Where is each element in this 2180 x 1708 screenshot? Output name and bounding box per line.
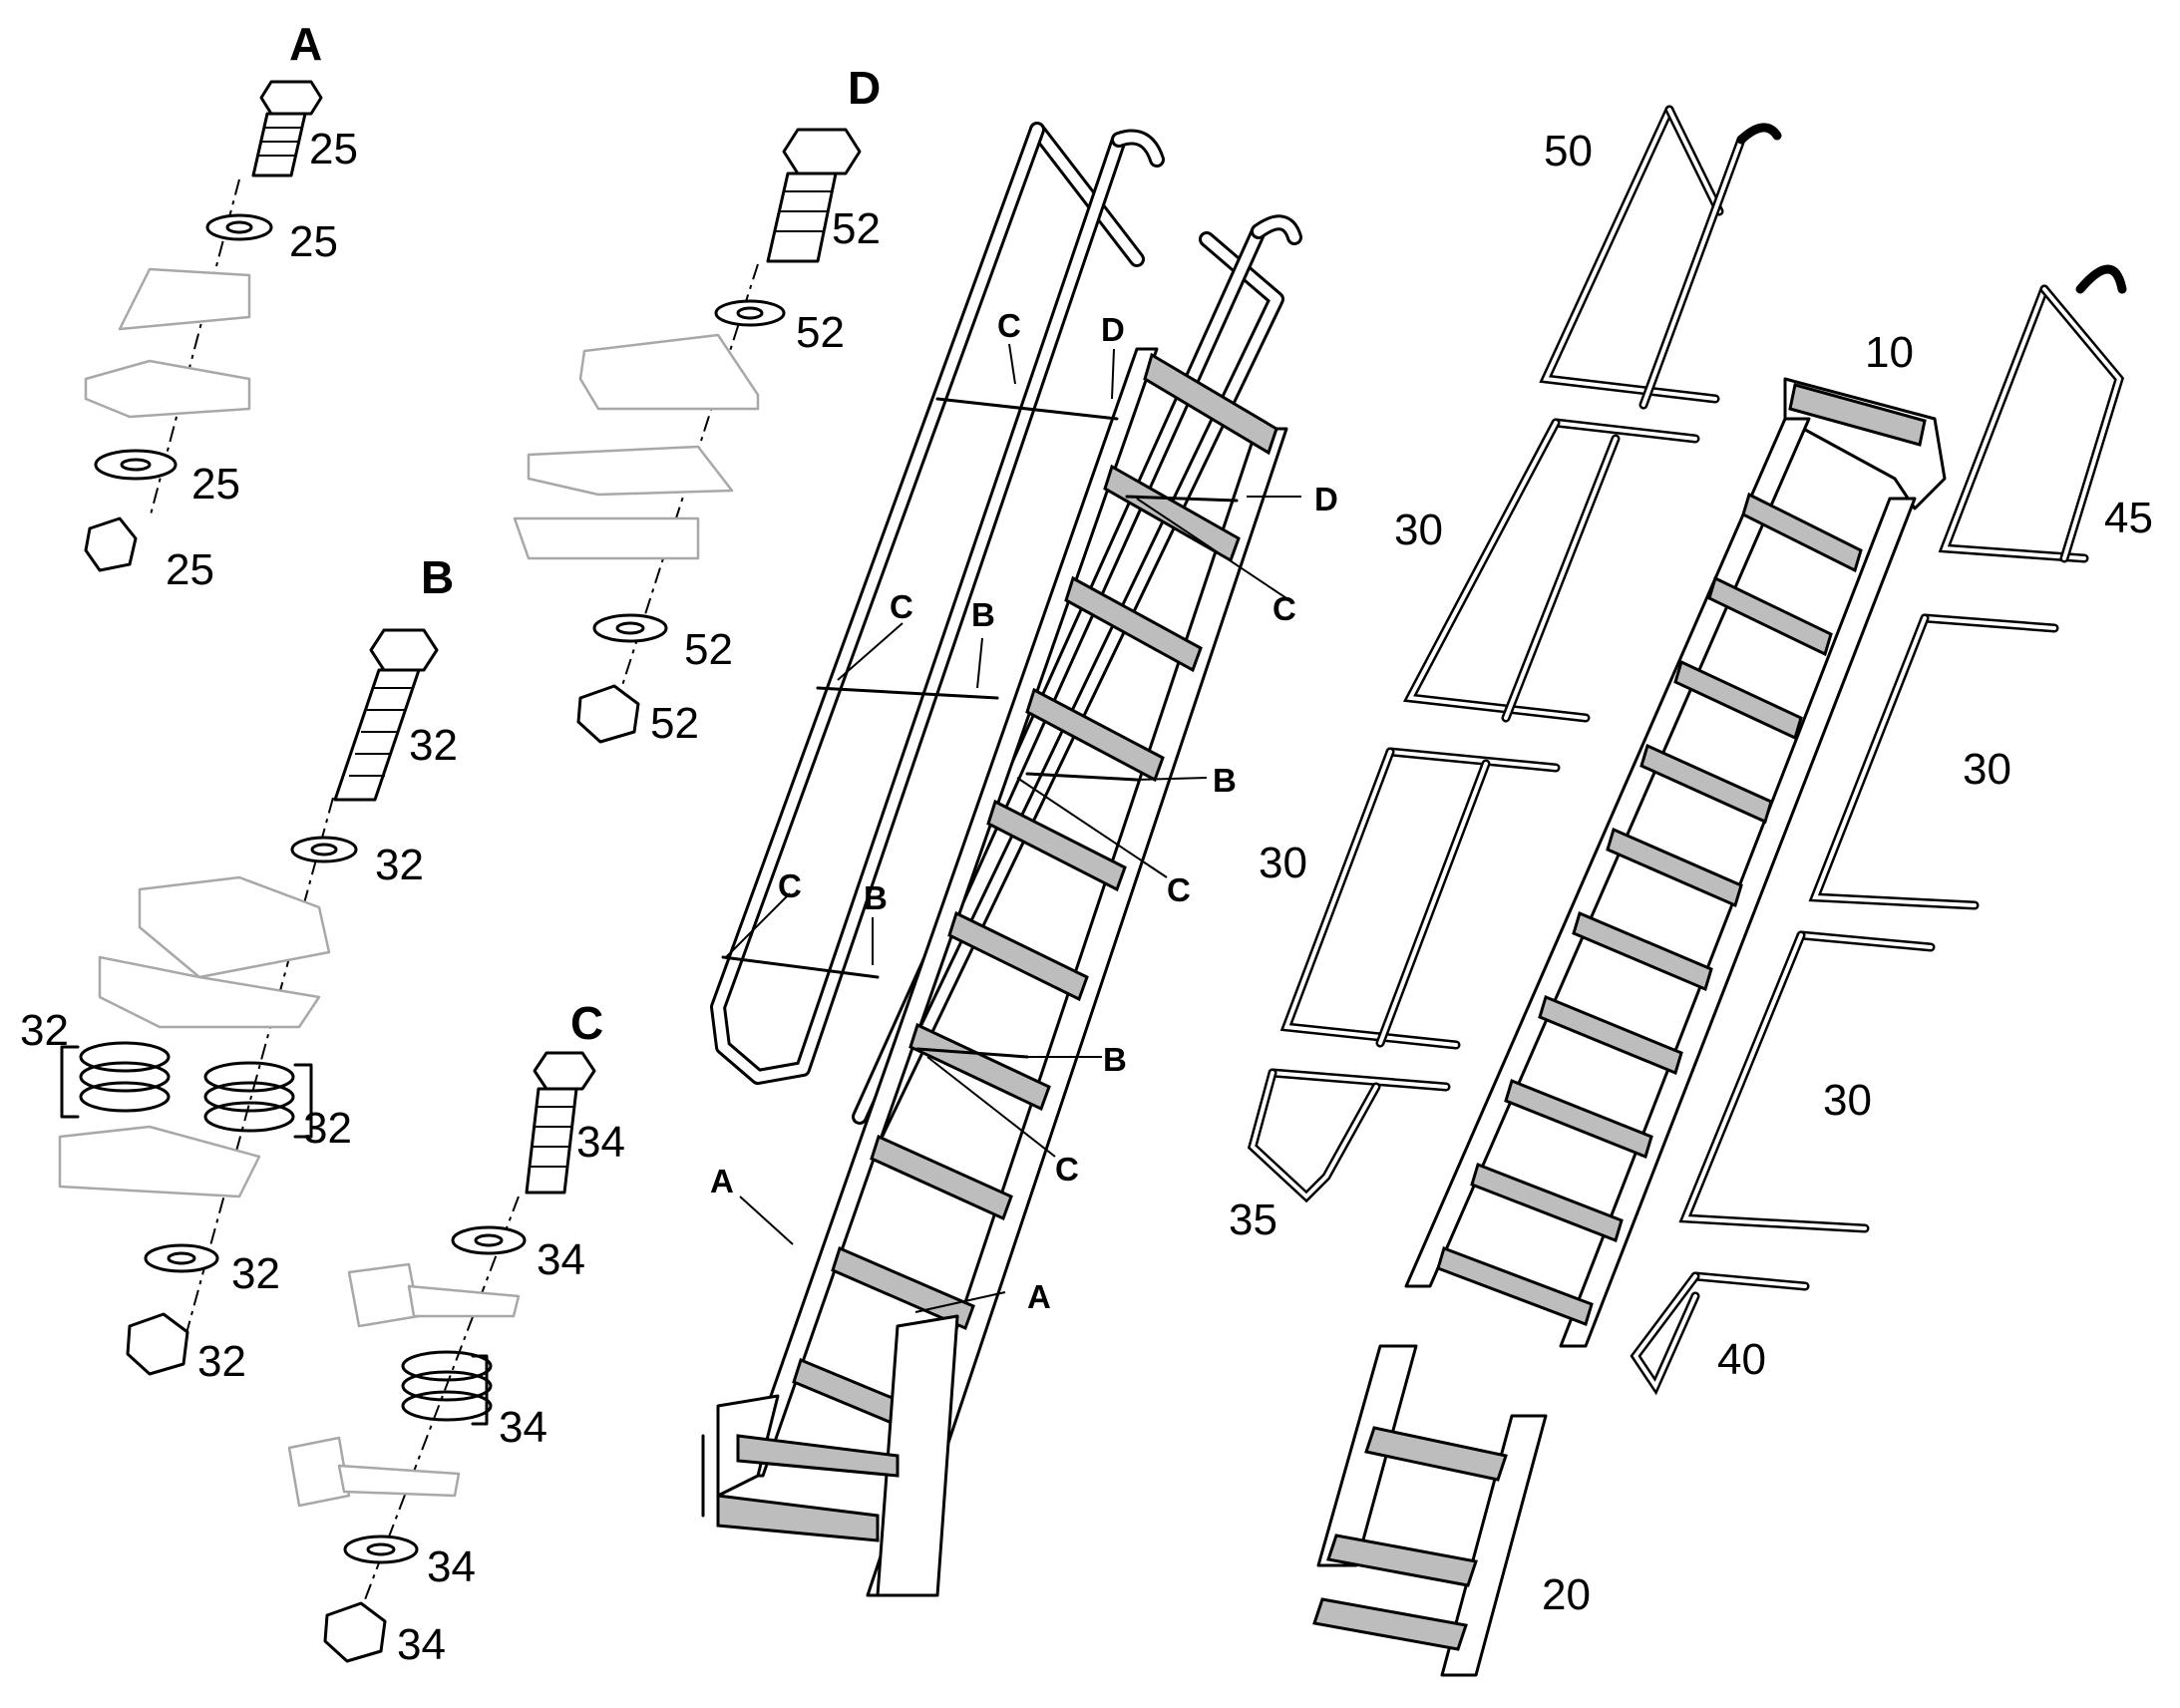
detail-b-plates bbox=[58, 875, 331, 1198]
label-top-handrail-right: 45 bbox=[2104, 494, 2153, 542]
callout-c-2: C bbox=[1272, 590, 1296, 627]
callout-c-6: C bbox=[1055, 1151, 1079, 1188]
detail-a-plates bbox=[84, 267, 251, 419]
label-bottom-rail-left: 35 bbox=[1229, 1196, 1277, 1244]
callout-c-3: C bbox=[890, 588, 913, 625]
callout-c-5: C bbox=[778, 867, 802, 904]
callout-c-4: C bbox=[1167, 871, 1191, 908]
assembled-leader-lines bbox=[725, 343, 1301, 1313]
label-d-washer-top: 52 bbox=[796, 308, 845, 357]
detail-c-title: C bbox=[570, 997, 603, 1049]
label-handrail-right-1: 30 bbox=[1963, 745, 2011, 794]
detail-d-nut bbox=[576, 684, 640, 744]
label-a-bolt: 25 bbox=[309, 125, 358, 173]
callout-d-1: D bbox=[1101, 311, 1125, 348]
exploded-part-30-left-upper bbox=[1402, 418, 1700, 723]
label-c-spring: 34 bbox=[499, 1403, 547, 1452]
label-c-bolt: 34 bbox=[576, 1118, 625, 1167]
label-b-spring-left: 32 bbox=[20, 1006, 69, 1055]
detail-b-bolt bbox=[333, 628, 439, 802]
detail-c-spring bbox=[401, 1350, 493, 1426]
detail-c-bolt bbox=[525, 1051, 596, 1195]
exploded-part-45 bbox=[1938, 264, 2127, 563]
detail-d-title: D bbox=[848, 62, 881, 114]
callout-c-1: C bbox=[997, 307, 1021, 344]
label-stair-assembly: 10 bbox=[1865, 328, 1914, 377]
label-d-nut: 52 bbox=[650, 699, 699, 748]
detail-a-nut bbox=[84, 516, 138, 572]
exploded-part-50 bbox=[1539, 105, 1782, 410]
callout-b-2: B bbox=[1213, 762, 1237, 799]
exploded-part-35 bbox=[1247, 1068, 1451, 1203]
assembled-braces bbox=[721, 397, 1239, 1059]
exploded-part-20 bbox=[1312, 1344, 1548, 1677]
label-a-nut: 25 bbox=[166, 545, 214, 594]
detail-d-plates bbox=[513, 333, 760, 560]
label-b-nut: 32 bbox=[197, 1337, 246, 1386]
detail-b-nut bbox=[126, 1312, 189, 1376]
exploded-part-30-right-lower bbox=[1678, 930, 1936, 1233]
detail-a bbox=[84, 80, 323, 572]
callout-a-2: A bbox=[1027, 1278, 1051, 1315]
detail-b-spring-right bbox=[203, 1061, 313, 1139]
callout-b-1: B bbox=[971, 596, 995, 633]
exploded-part-30-left-lower bbox=[1279, 747, 1561, 1050]
label-b-spring-right: 32 bbox=[303, 1104, 352, 1153]
callout-b-3: B bbox=[864, 879, 888, 916]
label-a-washer-top: 25 bbox=[289, 217, 338, 266]
assembled-outer-handrail bbox=[710, 122, 1165, 1085]
detail-c-brackets bbox=[287, 1262, 521, 1508]
assembled-stair-treads bbox=[792, 352, 1278, 1440]
label-c-nut: 34 bbox=[397, 1620, 446, 1669]
detail-c bbox=[287, 1051, 596, 1663]
detail-d-bolt bbox=[766, 128, 862, 263]
detail-a-title: A bbox=[289, 18, 322, 70]
detail-b bbox=[58, 628, 439, 1376]
label-handrail-left-1: 30 bbox=[1394, 506, 1443, 554]
label-handrail-right-2: 30 bbox=[1823, 1076, 1872, 1125]
assembled-bottom-section bbox=[701, 1314, 959, 1597]
label-b-washer-bottom: 32 bbox=[231, 1249, 280, 1298]
detail-c-nut bbox=[323, 1601, 387, 1663]
exploded-part-40 bbox=[1630, 1271, 1810, 1396]
label-top-handrail-left: 50 bbox=[1544, 127, 1593, 175]
label-bottom-section: 20 bbox=[1542, 1570, 1591, 1619]
assembled-ladder bbox=[701, 122, 1302, 1597]
callout-b-4: B bbox=[1103, 1041, 1127, 1078]
detail-b-spring-left bbox=[60, 1041, 171, 1119]
label-bottom-rail-right: 40 bbox=[1717, 1335, 1766, 1384]
callout-d-2: D bbox=[1314, 481, 1338, 517]
callout-a-1: A bbox=[710, 1163, 734, 1199]
label-a-washer-bottom: 25 bbox=[191, 460, 240, 509]
label-d-bolt: 52 bbox=[832, 204, 881, 253]
label-d-washer-bottom: 52 bbox=[684, 625, 733, 674]
label-b-washer-top: 32 bbox=[375, 841, 424, 889]
exploded-part-30-right-upper bbox=[1808, 613, 2059, 910]
label-c-washer-bottom: 34 bbox=[427, 1542, 476, 1591]
detail-d bbox=[513, 128, 862, 744]
detail-a-bolt bbox=[251, 80, 323, 177]
label-c-washer-top: 34 bbox=[537, 1235, 585, 1284]
label-b-bolt: 32 bbox=[409, 721, 458, 770]
exploded-part-10 bbox=[1404, 377, 1947, 1348]
label-handrail-left-2: 30 bbox=[1259, 839, 1307, 887]
detail-b-title: B bbox=[421, 551, 454, 603]
